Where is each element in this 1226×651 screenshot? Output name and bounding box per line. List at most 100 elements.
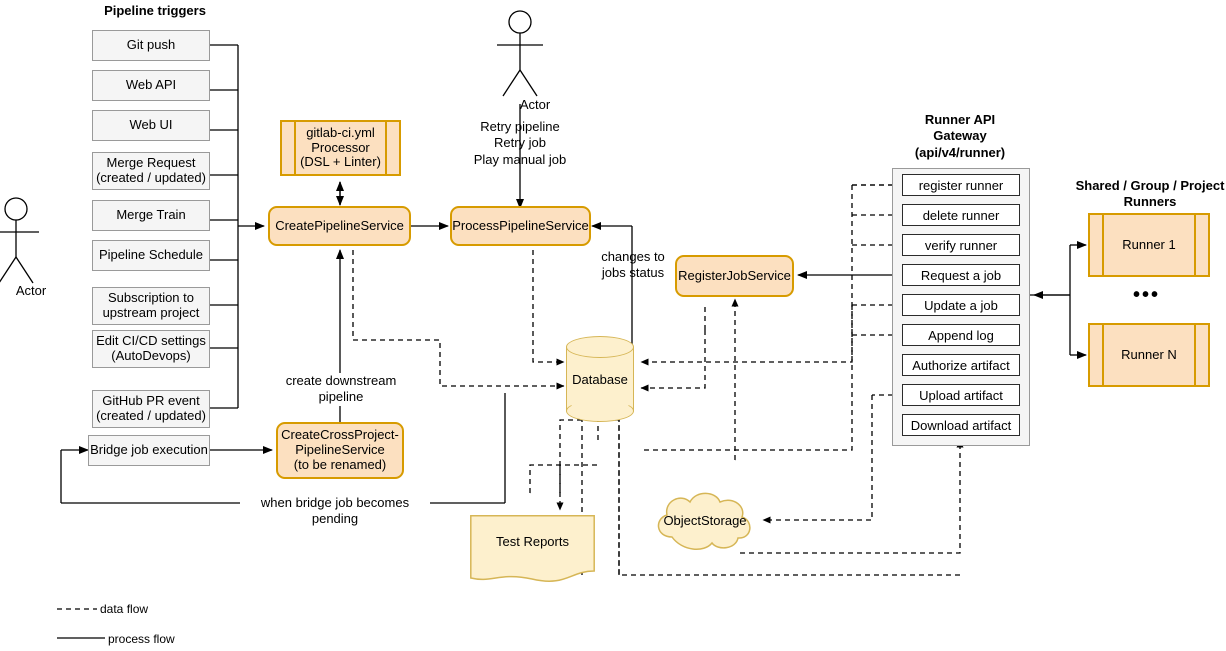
api-label: Authorize artifact [912,357,1010,373]
component-bar-left [294,122,296,174]
trigger-edit-cicd-settings[interactable]: Edit CI/CD settings (AutoDevops) [92,330,210,368]
changes-to-jobs-status-label: changes to jobs status [588,249,678,282]
test-reports-label: Test Reports [496,533,569,549]
component-bar-left [1102,215,1104,275]
cross-project-label-line1: CreateCrossProject- [281,427,399,443]
trigger-pipeline-schedule[interactable]: Pipeline Schedule [92,240,210,271]
document-shape [470,515,595,582]
trigger-bridge-job-execution[interactable]: Bridge job execution [88,435,210,466]
processor-label-line1: gitlab-ci.yml [306,124,375,140]
api-upload-artifact[interactable]: Upload artifact [902,384,1020,406]
retry-line1: Retry pipeline [480,119,560,134]
api-append-log[interactable]: Append log [902,324,1020,346]
trigger-label-line2: (created / updated) [96,408,206,423]
database-bottom-ellipse [566,400,634,422]
api-delete-runner[interactable]: delete runner [902,204,1020,226]
api-request-a-job[interactable]: Request a job [902,264,1020,286]
create-downstream-pipeline-label: create downstream pipeline [276,373,406,406]
runners-title: Shared / Group / Project Runners [1075,178,1225,211]
trigger-github-pr-event[interactable]: GitHub PR event (created / updated) [92,390,210,428]
object-storage-label: ObjectStorage [663,512,747,528]
gateway-title-line2: Gateway [933,128,987,144]
trigger-subscription-upstream[interactable]: Subscription to upstream project [92,287,210,325]
api-label: delete runner [922,207,1000,223]
processor-label-line2: Processor [311,139,370,155]
runners-title-line2: Runners [1123,194,1177,210]
trigger-label-line1: Merge Request [106,155,196,171]
api-update-a-job[interactable]: Update a job [902,294,1020,316]
bridge-pending-label: when bridge job becomes pending [240,495,430,528]
trigger-label-line2: (AutoDevops) [111,348,191,363]
service-label: CreatePipelineService [275,217,404,233]
legend-lines [57,608,105,639]
create-pipeline-service[interactable]: CreatePipelineService [268,206,411,246]
trigger-label: Web API [125,77,177,93]
downstream-line1: create downstream [285,373,397,388]
legend-process-flow-label: process flow [108,632,175,646]
trigger-merge-train[interactable]: Merge Train [92,200,210,231]
trigger-label: Web UI [129,117,173,133]
runner-api-gateway-title: Runner API Gateway (api/v4/runner) [885,112,1035,161]
retry-actions-label: Retry pipeline Retry job Play manual job [455,119,585,168]
process-pipeline-service[interactable]: ProcessPipelineService [450,206,591,246]
trigger-label: Git push [126,37,176,53]
api-authorize-artifact[interactable]: Authorize artifact [902,354,1020,376]
test-reports-document: Test Reports [470,515,595,583]
api-download-artifact[interactable]: Download artifact [902,414,1020,436]
cross-project-label-line3: (to be renamed) [293,456,387,472]
runners-title-line1: Shared / Group / Project [1075,178,1225,193]
service-label: ProcessPipelineService [452,217,589,233]
trigger-git-push[interactable]: Git push [92,30,210,61]
runners-ellipsis: ••• [1133,284,1161,306]
api-label: Update a job [924,297,998,313]
api-register-runner[interactable]: register runner [902,174,1020,196]
pipeline-triggers-title: Pipeline triggers [104,3,206,18]
changes-line1: changes to [601,249,665,264]
component-bar-right [1194,215,1196,275]
database-label: Database [572,371,628,387]
gateway-title-line1: Runner API [924,112,996,127]
trigger-label-line2: upstream project [102,305,200,320]
trigger-label-line1: Subscription to [108,290,194,306]
api-label: Upload artifact [919,387,1003,403]
changes-line2: jobs status [601,265,665,281]
api-label: Append log [928,327,994,343]
trigger-label: Bridge job execution [90,442,208,458]
trigger-web-api[interactable]: Web API [92,70,210,101]
component-bar-left [1102,325,1104,385]
register-job-service[interactable]: RegisterJobService [675,255,794,297]
runner-label: Runner N [1121,346,1177,362]
runner-n[interactable]: Runner N [1088,323,1210,387]
object-storage-cloud: ObjectStorage [650,487,760,553]
cross-project-label-line2: PipelineService [295,442,385,458]
runner-1[interactable]: Runner 1 [1088,213,1210,277]
trigger-merge-request[interactable]: Merge Request (created / updated) [92,152,210,190]
bridge-pending-text: when bridge job becomes pending [260,495,410,527]
runner-label: Runner 1 [1122,236,1176,252]
retry-line3: Play manual job [473,151,567,167]
trigger-label: Merge Train [116,207,186,223]
trigger-label-line1: Edit CI/CD settings [96,333,206,349]
gitlab-ci-yml-processor[interactable]: gitlab-ci.yml Processor (DSL + Linter) [280,120,401,176]
component-bar-right [1194,325,1196,385]
trigger-web-ui[interactable]: Web UI [92,110,210,141]
api-verify-runner[interactable]: verify runner [902,234,1020,256]
trigger-label-line1: GitHub PR event [102,393,200,409]
api-label: Download artifact [910,417,1012,433]
api-label: Request a job [920,267,1002,283]
api-label: register runner [918,177,1004,193]
trigger-label: Pipeline Schedule [98,247,204,263]
create-cross-project-pipeline-service[interactable]: CreateCrossProject- PipelineService (to … [276,422,404,479]
api-label: verify runner [924,237,998,253]
trigger-label-line2: (created / updated) [96,170,206,185]
downstream-line2: pipeline [318,389,364,405]
retry-line2: Retry job [493,135,547,151]
gateway-title-line3: (api/v4/runner) [914,144,1006,160]
processor-label-line3: (DSL + Linter) [300,154,381,170]
service-label: RegisterJobService [678,267,791,283]
database-cylinder: Database [566,336,634,422]
actor-top-label: Actor [519,97,551,112]
legend-data-flow-label: data flow [100,602,149,616]
actor-left-label: Actor [15,283,47,298]
